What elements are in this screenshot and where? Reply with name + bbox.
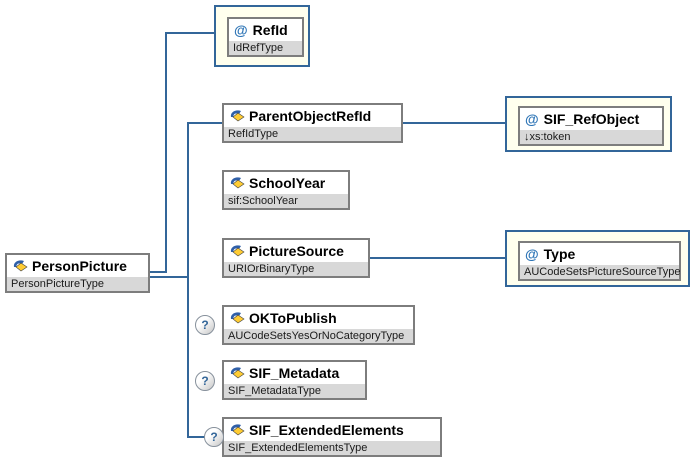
node-type: RefIdType	[224, 127, 401, 141]
node-name: PictureSource	[249, 243, 344, 259]
attribute-marker-icon: @	[525, 246, 539, 262]
node-type: AUCodeSetsYesOrNoCategoryType	[224, 329, 413, 343]
optional-badge-label: ?	[201, 318, 209, 332]
node-type-attr-header: @ Type	[520, 243, 679, 265]
node-name: SIF_Metadata	[249, 365, 340, 381]
node-name: Type	[543, 246, 576, 262]
connector-picturesource-to-type	[370, 257, 505, 259]
element-icon	[230, 424, 245, 436]
connector-refid-branch-top	[165, 32, 214, 34]
connector-parentobjectrefid-to-sifrefobject	[403, 122, 505, 124]
connector-stub-parentobjectrefid	[187, 122, 222, 124]
node-picturesource-header: PictureSource	[224, 240, 368, 262]
node-schoolyear-header: SchoolYear	[224, 172, 348, 194]
connector-trunk-vertical	[187, 122, 189, 438]
element-icon	[13, 260, 28, 272]
connector-root-to-refid-branch	[150, 271, 166, 273]
element-icon	[230, 177, 245, 189]
attribute-container-type: @ Type AUCodeSetsPictureSourceType	[505, 230, 690, 287]
node-name: PersonPicture	[32, 258, 127, 274]
optional-badge-oktopublish: ?	[195, 315, 215, 335]
node-schoolyear[interactable]: SchoolYear sif:SchoolYear	[222, 170, 350, 210]
node-personpicture[interactable]: PersonPicture PersonPictureType	[5, 253, 150, 293]
node-type: PersonPictureType	[7, 277, 148, 291]
attribute-marker-icon: @	[234, 22, 248, 38]
node-name: SIF_RefObject	[543, 111, 640, 127]
node-name: SchoolYear	[249, 175, 326, 191]
node-refid[interactable]: @ RefId IdRefType	[227, 17, 304, 57]
node-type: AUCodeSetsPictureSourceType	[520, 265, 681, 279]
node-oktopublish[interactable]: OKToPublish AUCodeSetsYesOrNoCategoryTyp…	[222, 305, 415, 345]
node-type: ↓xs:token	[520, 130, 662, 144]
node-name: RefId	[252, 22, 288, 38]
node-type-attr[interactable]: @ Type AUCodeSetsPictureSourceType	[518, 241, 681, 281]
node-sifextendedelements[interactable]: SIF_ExtendedElements SIF_ExtendedElement…	[222, 417, 442, 457]
connector-refid-branch-vertical	[165, 32, 167, 273]
node-sifmetadata[interactable]: SIF_Metadata SIF_MetadataType	[222, 360, 367, 400]
node-type: IdRefType	[229, 41, 302, 55]
node-parentobjectrefid[interactable]: ParentObjectRefId RefIdType	[222, 103, 403, 143]
node-type: SIF_MetadataType	[224, 384, 365, 398]
node-picturesource[interactable]: PictureSource URIOrBinaryType	[222, 238, 370, 278]
attribute-marker-icon: @	[525, 111, 539, 127]
node-type: SIF_ExtendedElementsType	[224, 441, 440, 455]
node-oktopublish-header: OKToPublish	[224, 307, 413, 329]
node-sifmetadata-header: SIF_Metadata	[224, 362, 365, 384]
node-sifrefobject-header: @ SIF_RefObject	[520, 108, 662, 130]
optional-badge-sifextendedelements: ?	[204, 427, 224, 447]
node-sifextendedelements-header: SIF_ExtendedElements	[224, 419, 440, 441]
node-personpicture-header: PersonPicture	[7, 255, 148, 277]
connector-root-to-trunk	[150, 276, 189, 278]
element-icon	[230, 367, 245, 379]
optional-badge-sifmetadata: ?	[195, 371, 215, 391]
node-name: OKToPublish	[249, 310, 337, 326]
element-icon	[230, 245, 245, 257]
optional-badge-label: ?	[201, 374, 209, 388]
node-sifrefobject[interactable]: @ SIF_RefObject ↓xs:token	[518, 106, 664, 146]
node-type: sif:SchoolYear	[224, 194, 348, 208]
node-name: ParentObjectRefId	[249, 108, 372, 124]
attribute-container-refid: @ RefId IdRefType	[214, 5, 310, 67]
optional-badge-label: ?	[210, 430, 218, 444]
node-parentobjectrefid-header: ParentObjectRefId	[224, 105, 401, 127]
node-name: SIF_ExtendedElements	[249, 422, 404, 438]
element-icon	[230, 312, 245, 324]
attribute-container-sifrefobject: @ SIF_RefObject ↓xs:token	[505, 96, 672, 152]
element-icon	[230, 110, 245, 122]
node-type: URIOrBinaryType	[224, 262, 368, 276]
node-refid-header: @ RefId	[229, 19, 302, 41]
